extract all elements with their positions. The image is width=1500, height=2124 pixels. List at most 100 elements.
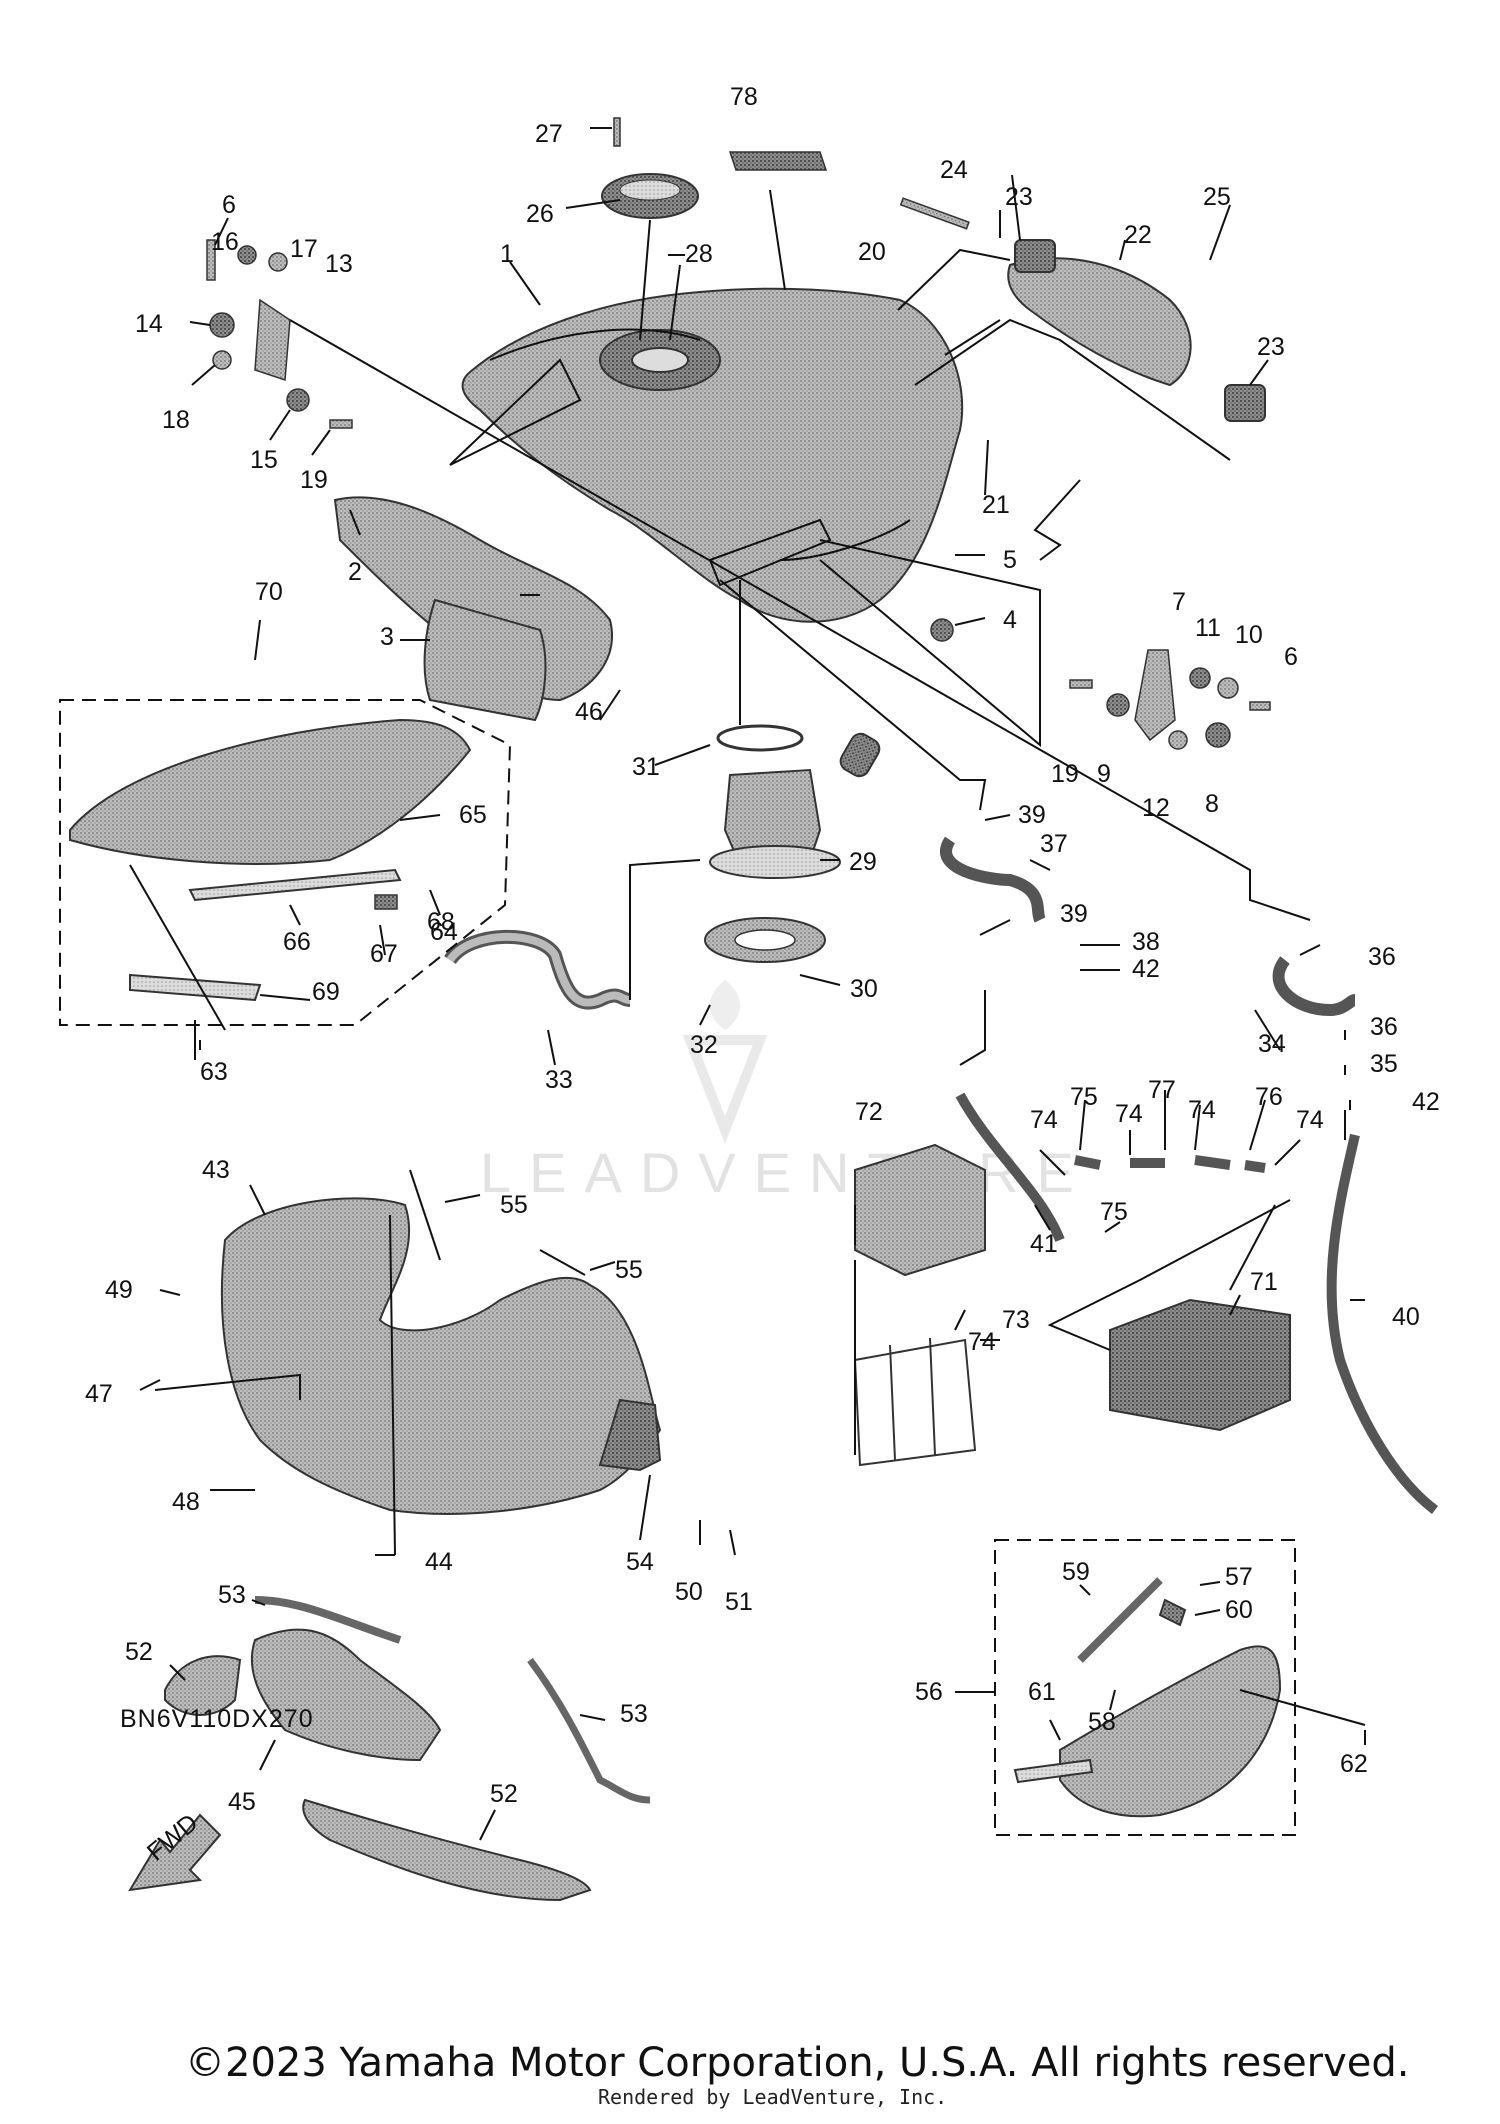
callout: 74 xyxy=(1296,1106,1324,1134)
callout: 68 xyxy=(427,908,455,936)
side-cover-56 xyxy=(1013,1577,1282,1818)
callout: 73 xyxy=(1002,1306,1030,1334)
callout: 22 xyxy=(1124,221,1152,249)
callout: 32 xyxy=(690,1031,718,1059)
callout: 29 xyxy=(849,848,877,876)
bolt-27 xyxy=(613,117,621,147)
callout: 43 xyxy=(202,1156,230,1184)
callout: 65 xyxy=(459,801,487,829)
lower-cover-43 xyxy=(220,1197,662,1515)
callout: 48 xyxy=(172,1488,200,1516)
callout: 74 xyxy=(1188,1096,1216,1124)
callout: 75 xyxy=(1070,1083,1098,1111)
callout: 23 xyxy=(1005,183,1033,211)
callout: 6 xyxy=(222,191,236,219)
callout: 15 xyxy=(250,446,278,474)
callout: 2 xyxy=(348,558,362,586)
callout: 42 xyxy=(1412,1088,1440,1116)
reference-lines xyxy=(154,248,1346,1556)
callout: 35 xyxy=(1370,1050,1398,1078)
callout: 25 xyxy=(1203,183,1231,211)
callout: 3 xyxy=(380,623,394,651)
callout: 27 xyxy=(535,120,563,148)
callouts: 1 2 3 4 5 6 6 7 8 9 10 11 12 13 14 15 16… xyxy=(85,83,1440,1816)
callout: 74 xyxy=(968,1328,996,1356)
callout: 16 xyxy=(211,228,239,256)
callout: 12 xyxy=(1142,794,1170,822)
callout: 39 xyxy=(1018,801,1046,829)
watermark-logo xyxy=(682,980,768,1144)
callout: 71 xyxy=(1250,1268,1278,1296)
copyright-notice: ©2023 Yamaha Motor Corporation, U.S.A. A… xyxy=(185,2040,1410,2086)
callout: 42 xyxy=(1132,955,1160,983)
callout: 55 xyxy=(500,1191,528,1219)
callout: 30 xyxy=(850,975,878,1003)
leader-lines xyxy=(129,127,1366,1841)
callout: 21 xyxy=(982,491,1010,519)
hardware-right xyxy=(930,618,1271,750)
callout: 4 xyxy=(1003,606,1017,634)
callout: 51 xyxy=(725,1588,753,1616)
callout: 62 xyxy=(1340,1750,1368,1778)
callout: 53 xyxy=(218,1581,246,1609)
callout: 19 xyxy=(300,466,328,494)
callout: 72 xyxy=(855,1098,883,1126)
callout: 11 xyxy=(1195,614,1221,642)
fuel-tank xyxy=(461,287,964,623)
callout: 53 xyxy=(620,1700,648,1728)
callout: 57 xyxy=(1225,1563,1253,1591)
callout: 36 xyxy=(1368,943,1396,971)
callout: 19 xyxy=(1051,760,1079,788)
group-frame-56 xyxy=(994,1539,1296,1836)
side-cover-63 xyxy=(69,718,472,1002)
callout: 58 xyxy=(1088,1708,1116,1736)
callout: 18 xyxy=(162,406,190,434)
callout: 39 xyxy=(1060,900,1088,928)
callout: 31 xyxy=(632,753,660,781)
callout: 9 xyxy=(1097,760,1111,788)
callout: 75 xyxy=(1100,1198,1128,1226)
callout: 6 xyxy=(1284,643,1298,671)
fuel-cap xyxy=(601,173,699,219)
callout: 52 xyxy=(125,1638,153,1666)
rendered-by-notice: Rendered by LeadVenture, Inc. xyxy=(598,2085,948,2109)
callout: 61 xyxy=(1028,1678,1056,1706)
callout: 41 xyxy=(1030,1230,1058,1258)
callout: 50 xyxy=(675,1578,703,1606)
fwd-arrow-icon: FWD xyxy=(128,1809,222,1892)
callout: 44 xyxy=(425,1548,453,1576)
hoses xyxy=(940,836,1439,1514)
callout: 69 xyxy=(312,978,340,1006)
callout: 28 xyxy=(685,240,713,268)
callout: 59 xyxy=(1062,1558,1090,1586)
callout: 10 xyxy=(1235,621,1263,649)
callout: 17 xyxy=(290,235,318,263)
callout: 7 xyxy=(1172,588,1186,616)
callout: 38 xyxy=(1132,928,1160,956)
callout: 40 xyxy=(1392,1303,1420,1331)
diagram-code: BN6V110DX270 xyxy=(120,1705,314,1733)
callout: 60 xyxy=(1225,1596,1253,1624)
callout: 56 xyxy=(915,1678,943,1706)
callout: 63 xyxy=(200,1058,228,1086)
callout: 74 xyxy=(1030,1106,1058,1134)
callout: 33 xyxy=(545,1066,573,1094)
callout: 13 xyxy=(325,250,353,278)
lower-pieces xyxy=(164,1596,651,1902)
label-plates xyxy=(728,151,828,171)
callout: 23 xyxy=(1257,333,1285,361)
callout: 36 xyxy=(1370,1013,1398,1041)
callout: 49 xyxy=(105,1276,133,1304)
callout: 5 xyxy=(1003,546,1017,574)
callout: 54 xyxy=(626,1548,654,1576)
callout: 46 xyxy=(575,698,603,726)
fuel-pump-29 xyxy=(704,724,881,963)
callout: 26 xyxy=(526,200,554,228)
callout: 24 xyxy=(940,156,968,184)
canister xyxy=(853,1143,1291,1467)
callout: 67 xyxy=(370,940,398,968)
callout: 34 xyxy=(1258,1030,1286,1058)
callout: 66 xyxy=(283,928,311,956)
callout: 77 xyxy=(1148,1076,1176,1104)
callout: 14 xyxy=(135,310,163,338)
